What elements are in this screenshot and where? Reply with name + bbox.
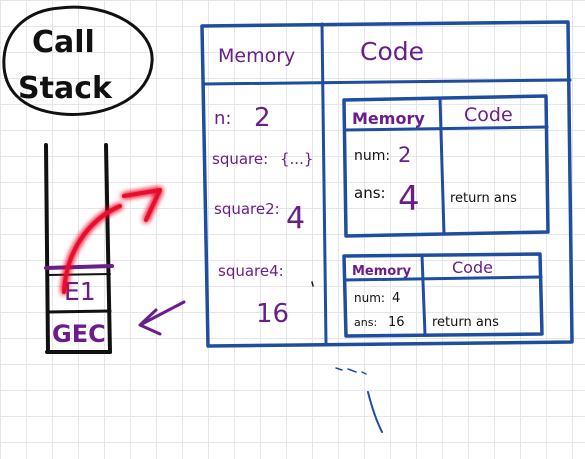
ec1-code-text: return ans xyxy=(450,191,517,206)
stray-curve xyxy=(367,391,383,433)
gec-outer-box xyxy=(200,20,574,348)
ec1-ans-name: ans: xyxy=(354,184,386,202)
gec-pointer-head xyxy=(138,308,162,336)
ec1-ans-value: 4 xyxy=(398,179,420,219)
execution-context-1: Memory Code num: 2 ans: 4 return ans xyxy=(342,94,550,238)
push-arrow-shaft xyxy=(62,204,122,294)
stack-left-wall xyxy=(44,143,50,354)
gec-mem-square-value: {...} xyxy=(280,150,313,168)
ec2-memory-header: Memory xyxy=(352,264,412,279)
gec-mem-square4-name: square4: xyxy=(218,262,284,280)
ec2-code-header: Code xyxy=(452,258,493,277)
ec2-box xyxy=(342,252,544,338)
ec1-box xyxy=(342,94,550,238)
gec-mem-square4-value: 16 xyxy=(256,299,289,329)
stray-dot xyxy=(311,281,314,287)
stray-pen-marks xyxy=(311,281,383,433)
gec-pointer-shaft xyxy=(140,300,186,326)
ec2-ans-name: ans: xyxy=(354,316,377,329)
stack-top-purple-line xyxy=(44,264,114,270)
ec1-column-divider xyxy=(438,96,446,236)
gec-mem-n-name: n: xyxy=(214,108,231,129)
gec-code-header: Code xyxy=(360,37,424,66)
stray-dashes xyxy=(335,367,367,375)
ec2-ans-value: 16 xyxy=(388,315,405,330)
push-arrow xyxy=(62,188,162,294)
stack-divider-2 xyxy=(47,273,111,276)
ec1-header-divider xyxy=(343,125,549,132)
global-execution-context: Memory Code n: 2 square: {...} square2: … xyxy=(200,20,574,348)
ec2-code-text: return ans xyxy=(432,315,499,330)
ec1-memory-header: Memory xyxy=(352,109,425,128)
gec-mem-n-value: 2 xyxy=(254,103,271,133)
stack-frame-e1: E1 xyxy=(64,277,96,306)
title-circle xyxy=(2,5,154,116)
ec1-num-value: 2 xyxy=(398,143,411,167)
ec2-num-name: num: xyxy=(354,291,385,305)
gec-column-divider xyxy=(320,22,328,346)
gec-mem-square2-value: 4 xyxy=(286,201,305,236)
gec-memory-header: Memory xyxy=(218,45,295,67)
gec-header-divider xyxy=(201,78,572,86)
title-line-2: Stack xyxy=(18,71,113,106)
ec2-num-value: 4 xyxy=(392,291,400,306)
call-stack: E1 GEC xyxy=(44,143,186,354)
stack-right-wall xyxy=(104,143,112,354)
call-stack-title: Call Stack xyxy=(2,5,154,116)
title-line-1: Call xyxy=(32,25,95,60)
gec-pointer-arrow xyxy=(138,300,186,336)
ec2-column-divider xyxy=(420,253,427,337)
ec1-num-name: num: xyxy=(354,148,390,164)
push-arrow-head xyxy=(122,188,162,222)
ec2-header-divider xyxy=(343,275,543,282)
ec1-code-header: Code xyxy=(464,104,513,126)
stack-divider-1 xyxy=(46,309,112,314)
stack-frame-gec: GEC xyxy=(52,320,106,348)
execution-context-2: Memory Code num: 4 ans: 16 return ans xyxy=(342,252,544,338)
gec-mem-square2-name: square2: xyxy=(214,200,280,218)
gec-mem-square-name: square: xyxy=(212,150,268,168)
